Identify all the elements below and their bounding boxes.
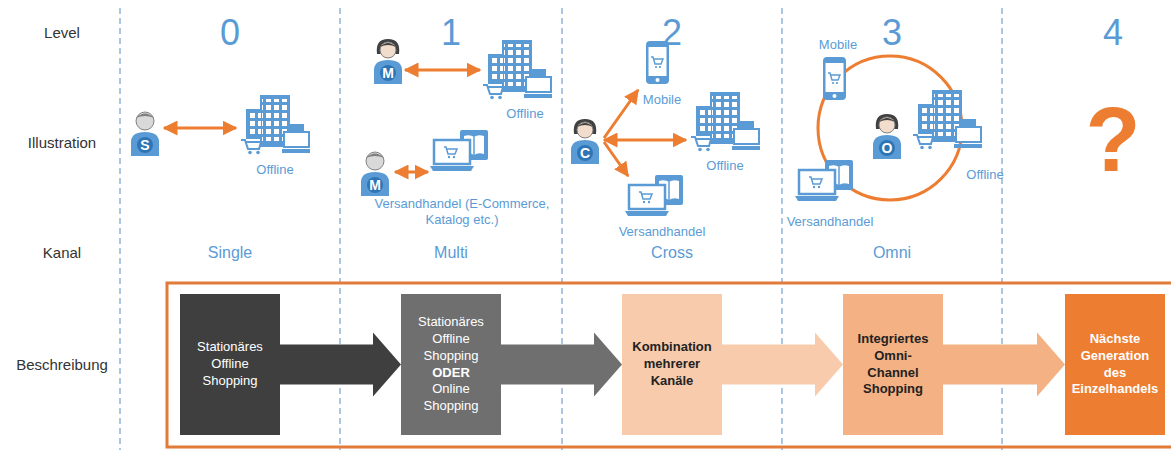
channel-name: Versandhandel — [619, 224, 706, 240]
description-box: Stationäres Offline ShoppingODEROnline S… — [401, 294, 501, 435]
customer-letter: O — [882, 140, 893, 157]
description-text: Stationäres Offline Shopping — [186, 339, 274, 390]
channel-type: Multi — [434, 243, 468, 262]
description-box: Nächste Generation des Einzelhandels — [1065, 294, 1165, 435]
channel-name: Offline — [256, 162, 293, 178]
mobile-icon — [823, 57, 846, 100]
level-number: 0 — [220, 15, 240, 51]
level-number: 1 — [441, 15, 461, 51]
row-heading: Kanal — [43, 244, 81, 262]
channel-arrow — [164, 70, 686, 176]
channel-name: Offline — [506, 106, 543, 122]
channel-name: Versandhandel — [787, 214, 874, 230]
column-divider — [120, 8, 1002, 450]
channel-name: Versandhandel (E-Commerce, Katalog etc.) — [372, 196, 552, 227]
description-band — [167, 283, 1171, 447]
channel-name: Mobile — [819, 37, 857, 53]
description-box: Stationäres Offline Shopping — [180, 294, 280, 435]
description-text: Nächste Generation des Einzelhandels — [1071, 331, 1159, 399]
customer-icon — [361, 152, 389, 196]
flow-arrow — [943, 333, 1065, 397]
channel-type: Omni — [873, 243, 911, 262]
customer-letter: S — [140, 137, 149, 154]
channel-name: Mobile — [643, 92, 681, 108]
row-heading: Beschreibung — [16, 356, 108, 374]
flow-arrow — [722, 333, 843, 397]
question-mark: ? — [1086, 95, 1141, 185]
customer-icon — [131, 112, 159, 156]
mail-order-icon — [430, 130, 488, 171]
store-icon — [691, 92, 760, 151]
store-icon — [241, 95, 310, 154]
channel-name: Offline — [966, 167, 1003, 183]
description-text: Kombination mehrerer Kanäle — [628, 339, 716, 390]
customer-letter: C — [580, 145, 590, 162]
store-icon — [483, 40, 552, 99]
level-number: 2 — [662, 15, 682, 51]
channel-type: Cross — [651, 243, 693, 262]
flow-arrow — [280, 333, 401, 397]
description-text: ODER — [432, 365, 470, 382]
description-box: Kombination mehrerer Kanäle — [622, 294, 722, 435]
level-number: 4 — [1103, 15, 1123, 51]
description-text: Integriertes Omni-Channel Shopping — [849, 331, 937, 399]
customer-letter: M — [369, 177, 381, 194]
level-number: 3 — [882, 15, 902, 51]
description-text: Online Shopping — [407, 381, 495, 415]
mail-order-icon — [625, 175, 683, 216]
description-box: Integriertes Omni-Channel Shopping — [843, 294, 943, 435]
channel-type: Single — [208, 243, 252, 262]
description-text: Stationäres Offline Shopping — [407, 314, 495, 365]
row-heading: Illustration — [28, 134, 96, 152]
customer-letter: M — [382, 65, 394, 82]
customer-icon — [374, 39, 402, 84]
channel-name: Offline — [706, 158, 743, 174]
flow-arrow — [501, 333, 622, 397]
customer-icon — [873, 114, 901, 159]
mail-order-icon — [795, 160, 853, 201]
row-heading: Level — [44, 24, 80, 42]
store-icon — [913, 90, 982, 149]
customer-icon — [571, 119, 599, 164]
